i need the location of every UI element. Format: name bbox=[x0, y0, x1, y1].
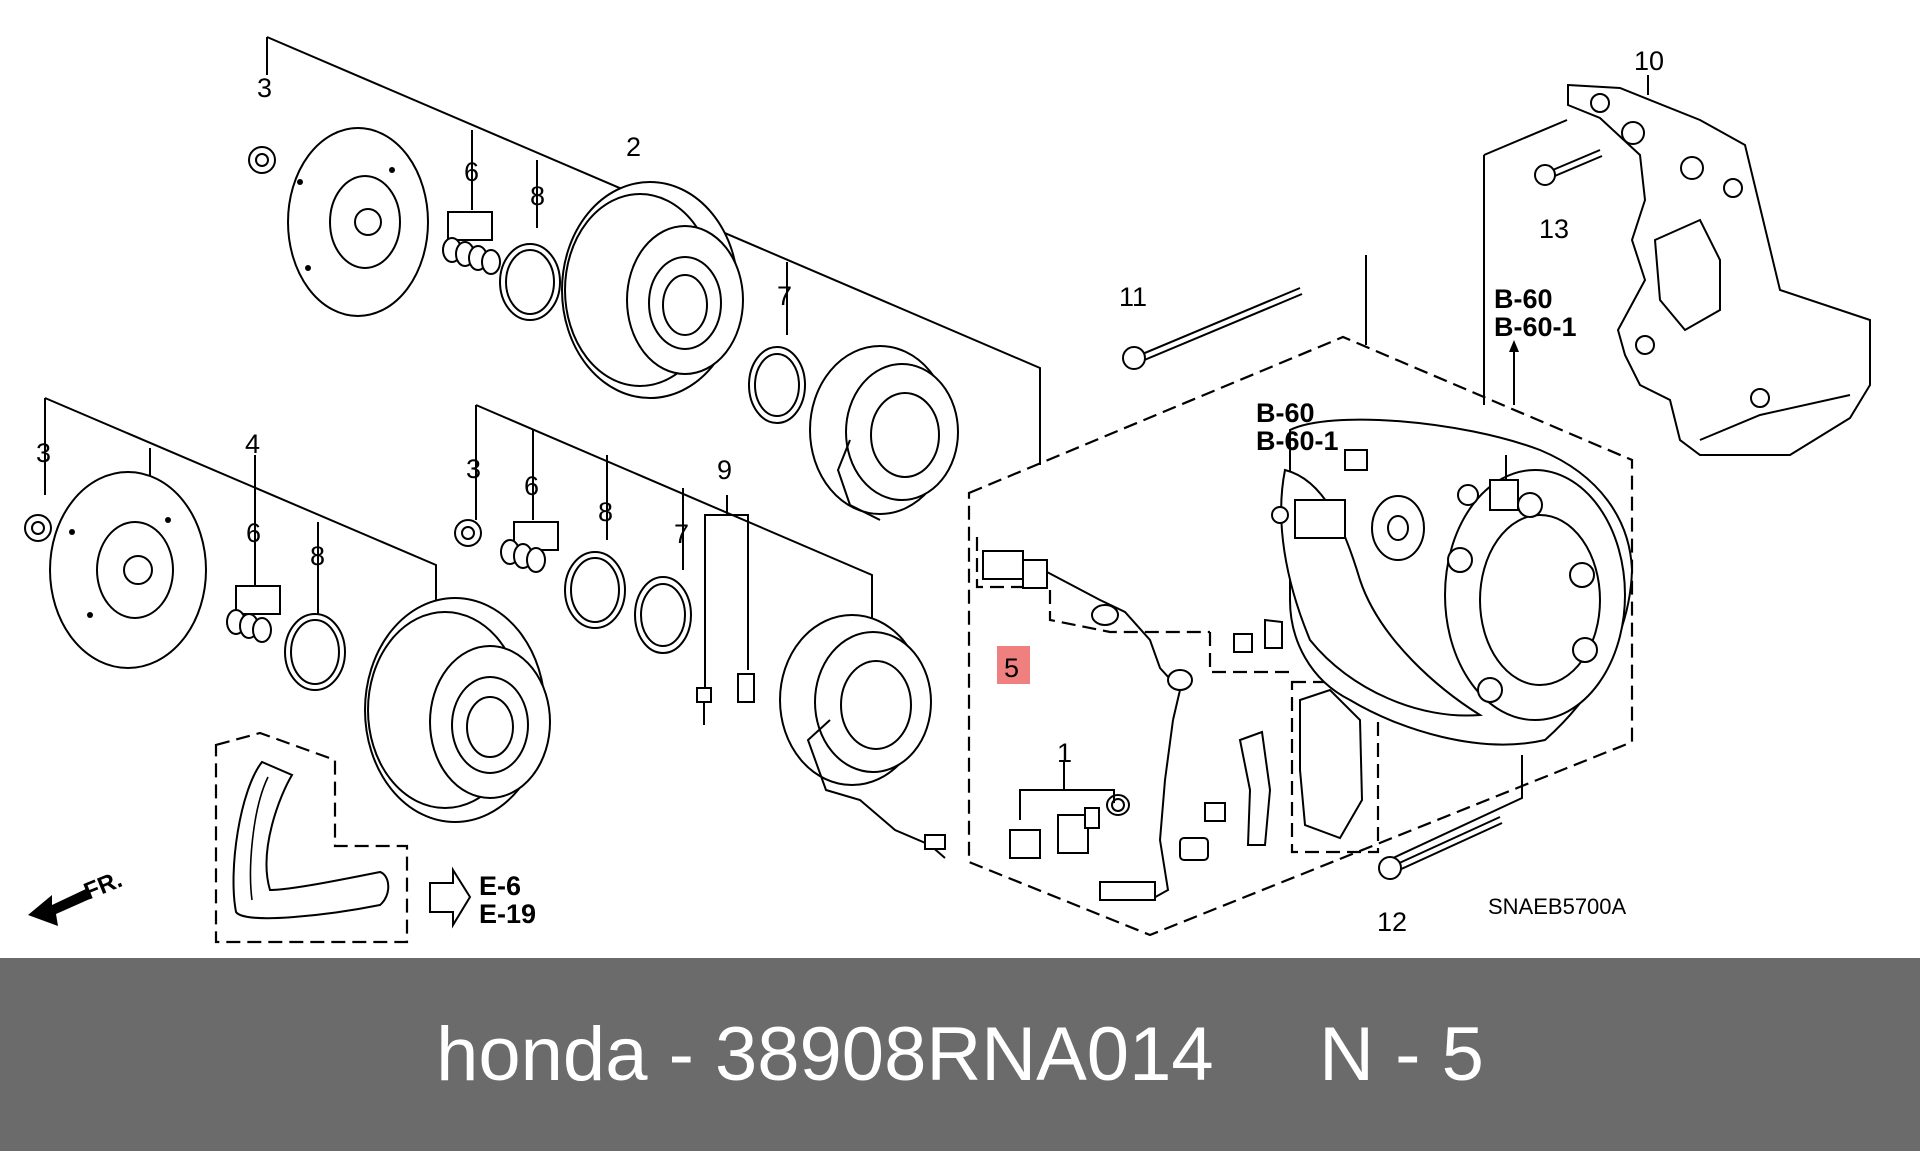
callout-10: 10 bbox=[1634, 46, 1664, 76]
screw-9 bbox=[696, 673, 755, 725]
callout-12: 12 bbox=[1377, 907, 1407, 937]
callout-8-mid: 8 bbox=[598, 497, 613, 527]
diagram-code: SNAEB5700A bbox=[1488, 894, 1627, 919]
caption-bar: honda - 38908RNA014 N - 5 bbox=[0, 958, 1920, 1151]
callout-3-top: 3 bbox=[257, 73, 272, 103]
snap-ring-8-mid bbox=[564, 551, 626, 629]
armature-plate-left bbox=[49, 471, 207, 669]
ref-e19: E-19 bbox=[479, 899, 536, 929]
ref-b60-1-top: B-60-1 bbox=[1494, 312, 1577, 342]
dashed-boundaries bbox=[214, 335, 1634, 944]
shims-6-mid bbox=[500, 521, 559, 573]
top-clutch-assembly bbox=[248, 127, 959, 521]
front-arrow bbox=[28, 888, 92, 926]
leader-lines bbox=[44, 36, 1649, 859]
snap-ring-8-top bbox=[499, 243, 561, 321]
callout-5: 5 bbox=[1004, 653, 1019, 683]
parts-diagram: 1 2 3 3 3 4 5 6 6 6 7 7 8 8 8 9 10 11 12… bbox=[24, 36, 1871, 944]
callout-3-mid: 3 bbox=[466, 454, 481, 484]
shims-6-left bbox=[226, 585, 281, 643]
left-clutch-assembly bbox=[24, 471, 551, 823]
ref-b60-1-mid: B-60-1 bbox=[1256, 426, 1339, 456]
reference-labels: B-60 B-60-1 B-60 B-60-1 E-6 E-19 FR. SNA… bbox=[80, 284, 1626, 929]
callout-labels: 1 2 3 3 3 4 5 6 6 6 7 7 8 8 8 9 10 11 12… bbox=[36, 46, 1664, 937]
ref-e6: E-6 bbox=[479, 871, 521, 901]
pulley-top bbox=[561, 181, 744, 399]
callout-2: 2 bbox=[626, 132, 641, 162]
callout-1: 1 bbox=[1057, 738, 1072, 768]
snap-ring-7-mid bbox=[634, 576, 692, 654]
bolt-13 bbox=[1534, 149, 1603, 186]
ref-b60-top: B-60 bbox=[1494, 284, 1553, 314]
shims-6-top bbox=[442, 211, 501, 275]
callout-6-mid: 6 bbox=[524, 471, 539, 501]
reference-arrow-e bbox=[429, 866, 472, 929]
callout-3-left: 3 bbox=[36, 438, 51, 468]
pulley-left bbox=[364, 597, 551, 823]
relief-valve-1 bbox=[1009, 794, 1130, 859]
field-coil-top bbox=[809, 345, 959, 521]
bolt-3-top bbox=[248, 146, 276, 174]
callout-13: 13 bbox=[1539, 214, 1569, 244]
long-bolt-11 bbox=[1122, 287, 1303, 370]
bolt-3-left bbox=[24, 514, 52, 542]
callout-6-top: 6 bbox=[464, 157, 479, 187]
compressor-bracket-10 bbox=[1567, 83, 1871, 456]
callout-8-left: 8 bbox=[310, 541, 325, 571]
compressor bbox=[1271, 418, 1634, 746]
bracket-plates bbox=[1204, 618, 1364, 846]
ref-b60-mid: B-60 bbox=[1256, 398, 1315, 428]
callout-9: 9 bbox=[717, 455, 732, 485]
callout-11: 11 bbox=[1119, 282, 1147, 312]
callout-5-highlight bbox=[997, 646, 1030, 684]
callout-6-left: 6 bbox=[246, 518, 261, 548]
callout-7-top: 7 bbox=[777, 281, 792, 311]
callout-7-mid: 7 bbox=[674, 519, 689, 549]
long-bolt-12 bbox=[1378, 816, 1503, 880]
v-belt bbox=[232, 760, 390, 920]
wire-harness-5 bbox=[982, 550, 1209, 901]
armature-plate-top bbox=[287, 127, 429, 317]
part-caption: honda - 38908RNA014 N - 5 bbox=[436, 1012, 1484, 1097]
callout-8-top: 8 bbox=[530, 181, 545, 211]
callout-4: 4 bbox=[245, 429, 260, 459]
field-coil-mid bbox=[779, 614, 946, 859]
snap-ring-8-left bbox=[284, 613, 346, 691]
bolt-3-mid bbox=[454, 519, 482, 547]
mid-clutch-assembly bbox=[454, 519, 946, 859]
front-label: FR. bbox=[80, 866, 126, 906]
snap-ring-7-top bbox=[748, 346, 806, 424]
